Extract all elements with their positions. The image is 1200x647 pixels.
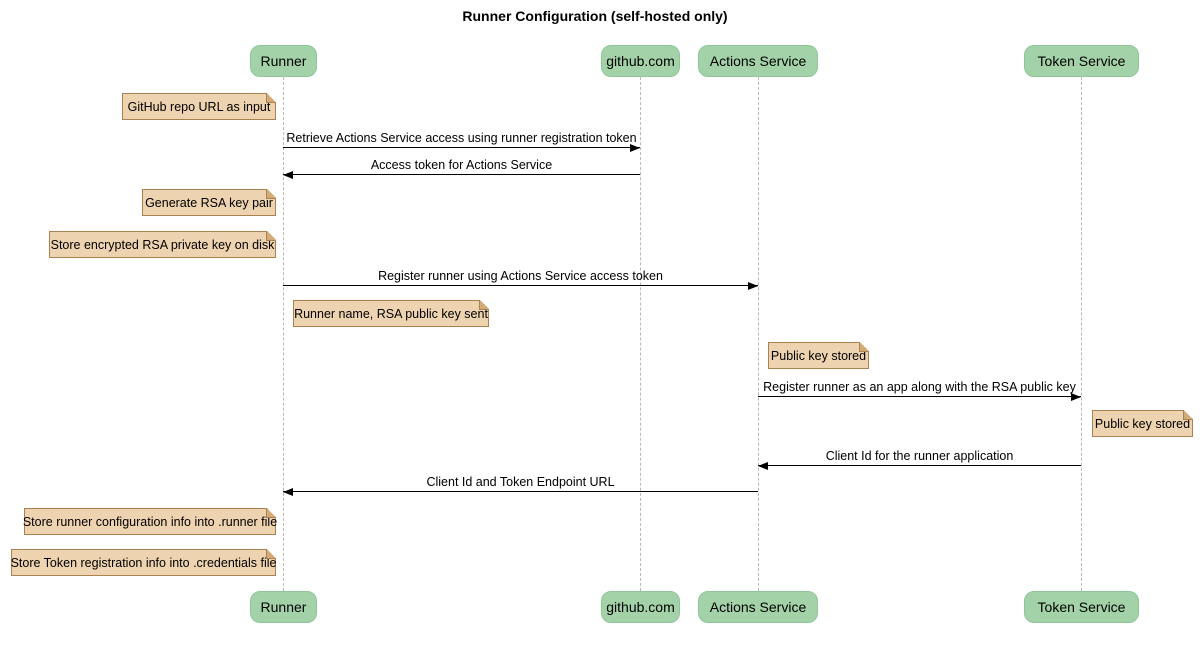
note-public-key-stored-actions: Public key stored [768, 342, 869, 369]
participant-github-top: github.com [601, 45, 680, 77]
note-store-private-key: Store encrypted RSA private key on disk [49, 231, 276, 258]
message-label: Retrieve Actions Service access using ru… [286, 131, 637, 145]
message-line [283, 491, 758, 492]
participant-runner-bottom: Runner [250, 591, 317, 623]
message-label: Client Id for the runner application [825, 449, 1014, 463]
message-label: Client Id and Token Endpoint URL [426, 475, 615, 489]
participant-github-bottom: github.com [601, 591, 680, 623]
message-label: Access token for Actions Service [370, 158, 553, 172]
message-line [758, 396, 1081, 397]
participant-token-service-top: Token Service [1024, 45, 1139, 77]
message-retrieve-actions-access: Retrieve Actions Service access using ru… [283, 128, 640, 148]
note-generate-rsa-key: Generate RSA key pair [142, 189, 276, 216]
note-github-repo-url: GitHub repo URL as input [122, 93, 276, 120]
message-client-id: Client Id for the runner application [758, 446, 1081, 466]
message-client-id-endpoint: Client Id and Token Endpoint URL [283, 472, 758, 492]
lifeline-github [640, 77, 641, 591]
message-access-token: Access token for Actions Service [283, 155, 640, 175]
arrowhead-left-icon [283, 488, 293, 496]
message-register-runner: Register runner using Actions Service ac… [283, 266, 758, 286]
note-store-runner-file: Store runner configuration info into .ru… [23, 508, 277, 535]
message-line [758, 465, 1081, 466]
message-label: Register runner using Actions Service ac… [378, 269, 663, 283]
note-store-credentials-file: Store Token registration info into .cred… [11, 549, 276, 576]
participant-actions-service-top: Actions Service [698, 45, 818, 77]
participant-runner-top: Runner [250, 45, 317, 77]
message-line [283, 147, 640, 148]
diagram-title: Runner Configuration (self-hosted only) [462, 8, 728, 24]
lifeline-runner [283, 77, 284, 591]
lifeline-token-service [1081, 77, 1082, 591]
arrowhead-left-icon [758, 462, 768, 470]
lifeline-actions-service [758, 77, 759, 591]
arrowhead-right-icon [1071, 393, 1081, 401]
arrowhead-right-icon [748, 282, 758, 290]
note-runner-name-sent: Runner name, RSA public key sent [293, 300, 489, 327]
message-line [283, 174, 640, 175]
message-line [283, 285, 758, 286]
arrowhead-left-icon [283, 171, 293, 179]
note-public-key-stored-token: Public key stored [1092, 410, 1193, 437]
message-register-app: Register runner as an app along with the… [758, 377, 1081, 397]
arrowhead-right-icon [630, 144, 640, 152]
participant-actions-service-bottom: Actions Service [698, 591, 818, 623]
message-label: Register runner as an app along with the… [763, 380, 1076, 394]
participant-token-service-bottom: Token Service [1024, 591, 1139, 623]
